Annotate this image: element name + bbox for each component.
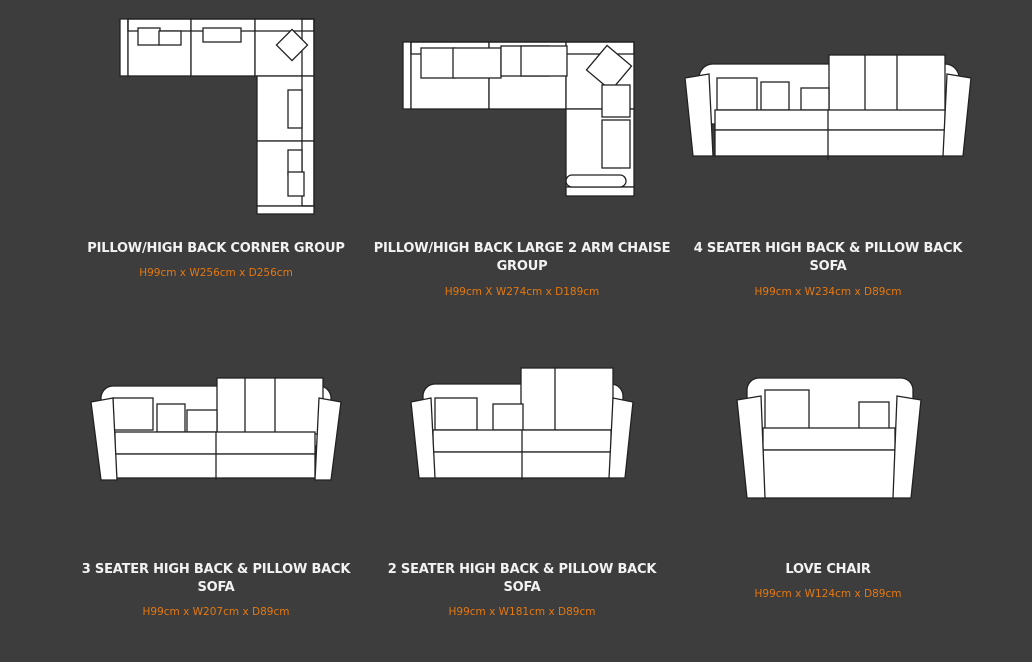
4-seater-sofa-drawing[interactable]: [675, 0, 981, 220]
product-title[interactable]: PILLOW/HIGH BACK LARGE 2 ARM CHAISE GROU…: [373, 241, 671, 274]
product-dimensions: H99cm x W124cm x D89cm: [754, 588, 902, 600]
product-title[interactable]: 3 SEATER HIGH BACK & PILLOW BACK SOFA: [81, 562, 351, 595]
2-seater-sofa-drawing[interactable]: [369, 362, 675, 502]
product-dimensions: H99cm x W207cm x D89cm: [142, 606, 290, 618]
product-dimensions: H99cm x W181cm x D89cm: [448, 606, 596, 618]
corner-group-drawing[interactable]: [63, 0, 369, 220]
product-title[interactable]: LOVE CHAIR: [785, 562, 871, 577]
product-dimensions: H99cm X W274cm x D189cm: [444, 286, 600, 298]
3-seater-sofa-drawing[interactable]: [63, 362, 369, 502]
chaise-group-drawing[interactable]: [369, 0, 675, 220]
product-title[interactable]: 2 SEATER HIGH BACK & PILLOW BACK SOFA: [387, 562, 657, 595]
love-chair-drawing[interactable]: [675, 370, 981, 520]
product-dimensions: H99cm x W256cm x D256cm: [139, 267, 293, 279]
product-title[interactable]: 4 SEATER HIGH BACK & PILLOW BACK SOFA: [693, 241, 963, 274]
product-dimensions: H99cm x W234cm x D89cm: [754, 286, 902, 298]
product-title[interactable]: PILLOW/HIGH BACK CORNER GROUP: [87, 241, 345, 256]
